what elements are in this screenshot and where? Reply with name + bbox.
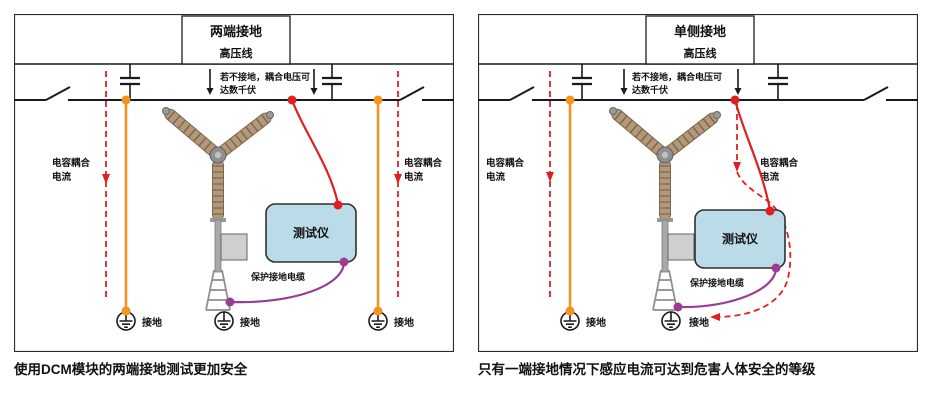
down-arrow-icon (310, 69, 318, 95)
red-down-arrow-icon (394, 174, 402, 184)
red-left-arrow-icon (710, 313, 720, 321)
ground-symbol-middle (661, 311, 681, 331)
coupling-current-left-path (546, 71, 554, 297)
isolated-line (478, 86, 918, 101)
panel-border (13, 13, 455, 353)
note-line-2: 达数千伏 (632, 84, 668, 95)
ground-tap-dot (565, 306, 575, 316)
right-panel: 单侧接地 高压线 若不接地，耦合电压可 达数千伏 (477, 13, 919, 357)
switch-left-icon (509, 86, 535, 101)
apparatus-under-test (161, 106, 275, 311)
coupling-label-right-1: 电容耦合 (760, 157, 799, 169)
capacitor-left-icon (120, 64, 140, 100)
arm-tip-cap (609, 107, 617, 115)
ground-tap-dot (565, 95, 575, 105)
switch-right-icon (399, 86, 425, 101)
insulator-column (211, 159, 225, 221)
arm-tip-cap (266, 111, 274, 119)
ground-label-right: 接地 (394, 316, 414, 329)
protective-ground-cable (225, 257, 349, 307)
protective-cable-label: 保护接地电缆 (689, 277, 744, 288)
right-caption: 只有一端接地情况下感应电流可达到危害人体安全的等级 (478, 362, 816, 377)
protective-ground-cable (673, 263, 781, 312)
ground-tap-dot (373, 95, 383, 105)
coupling-label-right-2: 电流 (404, 171, 424, 183)
note-line-1: 若不接地，耦合电压可 (219, 71, 310, 82)
apparatus-under-test (608, 106, 722, 311)
switch-right-icon (863, 86, 889, 101)
panel-title: 单侧接地 (674, 24, 726, 39)
tester-label: 测试仪 (722, 231, 759, 246)
ground-label-left: 接地 (586, 316, 606, 329)
coupling-label-right-2: 电流 (760, 171, 780, 183)
ground-label-middle: 接地 (240, 316, 260, 329)
note-line-1: 若不接地，耦合电压可 (631, 71, 722, 82)
coupling-label-left-2: 电流 (486, 171, 506, 183)
down-arrow-icon (734, 69, 742, 95)
induced-voltage-note: 若不接地，耦合电压可 达数千伏 (206, 69, 318, 95)
coupling-label-left-1: 电容耦合 (486, 157, 525, 169)
tester-label: 测试仪 (293, 225, 330, 240)
mechanism-box (667, 233, 695, 261)
red-down-arrow-icon (546, 172, 554, 182)
coupling-label-right-1: 电容耦合 (404, 157, 443, 169)
rotary-hub-center (214, 151, 222, 159)
ground-tap-dot (121, 95, 131, 105)
down-arrow-icon (206, 69, 214, 95)
capacitor-left-icon (572, 64, 592, 100)
lattice-base (652, 269, 678, 311)
ground-label-middle: 接地 (689, 316, 709, 329)
ground-symbol-middle (214, 311, 234, 331)
induced-voltage-note: 若不接地，耦合电压可 达数千伏 (620, 69, 742, 95)
title-box (181, 15, 291, 65)
capacitor-right-icon (322, 64, 342, 100)
panel-title: 两端接地 (210, 24, 262, 39)
test-cable (730, 95, 775, 216)
test-cable (287, 95, 343, 210)
insulator-column (658, 159, 672, 221)
support-pole (214, 219, 222, 273)
hv-line-label: 高压线 (684, 46, 717, 60)
ground-label-left: 接地 (142, 316, 162, 329)
left-diagram: 两端接地 高压线 若不接地，耦合电压可 达数千伏 (13, 13, 455, 353)
switch-left-icon (45, 86, 71, 101)
support-pole (661, 219, 669, 273)
left-panel: 两端接地 高压线 若不接地，耦合电压可 达数千伏 (13, 13, 455, 357)
ground-tap-dot (121, 306, 131, 316)
protective-cable-label: 保护接地电缆 (250, 271, 305, 282)
mechanism-box (220, 233, 248, 261)
hv-line-label: 高压线 (220, 46, 253, 60)
coupling-current-right-path (394, 71, 402, 297)
title-box (645, 15, 755, 65)
note-line-2: 达数千伏 (220, 84, 256, 95)
tester-box (265, 203, 357, 263)
arm-tip-cap (713, 111, 721, 119)
down-arrow-icon (620, 69, 628, 95)
panel-border (477, 13, 919, 353)
rotary-hub-center (661, 151, 669, 159)
red-down-arrow-icon (733, 162, 741, 172)
coupling-current-left-path (102, 71, 110, 297)
tester-box (694, 209, 786, 269)
coupling-label-left-2: 电流 (52, 171, 72, 183)
coupling-label-left-1: 电容耦合 (52, 157, 91, 169)
right-diagram: 单侧接地 高压线 若不接地，耦合电压可 达数千伏 (477, 13, 919, 353)
red-down-arrow-icon (102, 174, 110, 184)
coupling-current-right-path (710, 104, 792, 321)
ground-tap-dot (373, 306, 383, 316)
capacitor-right-icon (768, 64, 788, 100)
arm-tip-cap (162, 107, 170, 115)
left-caption: 使用DCM模块的两端接地测试更加安全 (14, 362, 248, 377)
